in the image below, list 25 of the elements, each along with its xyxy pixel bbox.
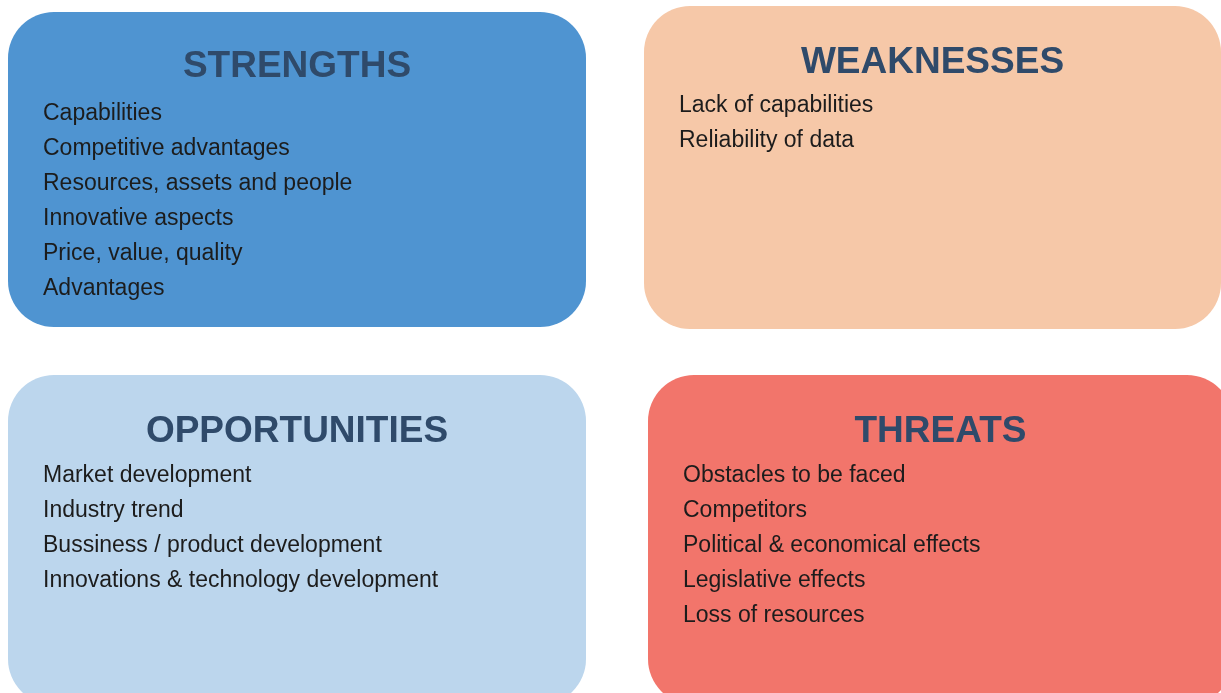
list-item: Bussiness / product development bbox=[43, 530, 382, 558]
quadrant-card bbox=[8, 375, 586, 693]
list-item: Political & economical effects bbox=[683, 530, 981, 558]
quadrant-heading: THREATS bbox=[853, 409, 1028, 451]
list-item: Loss of resources bbox=[683, 600, 865, 628]
list-item: Reliability of data bbox=[679, 125, 855, 153]
list-item: Innovative aspects bbox=[43, 203, 234, 231]
list-item: Lack of capabilities bbox=[679, 90, 874, 118]
quadrant-heading: WEAKNESSES bbox=[799, 40, 1066, 82]
list-item: Competitive advantages bbox=[43, 133, 290, 161]
list-item: Capabilities bbox=[43, 98, 162, 126]
list-item: Legislative effects bbox=[683, 565, 866, 593]
quadrant-card bbox=[8, 12, 586, 327]
quadrant-heading: OPPORTUNITIES bbox=[144, 409, 450, 451]
list-item: Competitors bbox=[683, 495, 807, 523]
quadrant-card bbox=[648, 375, 1221, 693]
list-item: Price, value, quality bbox=[43, 238, 243, 266]
list-item: Obstacles to be faced bbox=[683, 460, 906, 488]
list-item: Innovations & technology development bbox=[43, 565, 439, 593]
quadrant-card bbox=[644, 6, 1221, 329]
list-item: Resources, assets and people bbox=[43, 168, 353, 196]
list-item: Advantages bbox=[43, 273, 165, 301]
list-item: Market development bbox=[43, 460, 252, 488]
list-item: Industry trend bbox=[43, 495, 184, 523]
quadrant-heading: STRENGTHS bbox=[181, 44, 413, 86]
